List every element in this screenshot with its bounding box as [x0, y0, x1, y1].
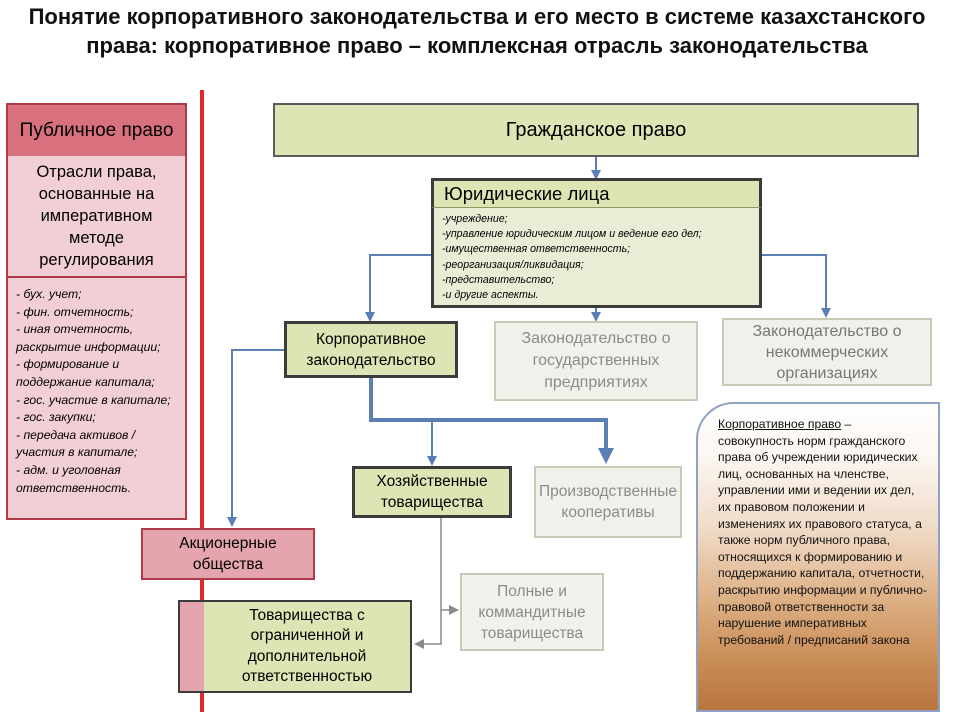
joint-stock-companies-box: Акционерные общества	[141, 528, 315, 580]
arrow-corporate-to-joint-stock	[227, 349, 286, 527]
llp-box: Товарищества с ограниченной и дополнител…	[178, 600, 412, 693]
production-cooperatives-box: Производственные кооперативы	[534, 466, 682, 538]
public-law-header-label: Публичное право	[19, 120, 174, 141]
arrow-corporate-to-cooperatives	[369, 376, 614, 464]
legal-entities-aspects-list: -учреждение; -управление юридическим лиц…	[431, 207, 762, 308]
production-cooperatives-label: Производственные кооперативы	[539, 482, 677, 522]
legal-entities-header-label: Юридические лица	[444, 183, 610, 204]
list-item: - гос. закупки;	[16, 410, 96, 425]
list-item: -реорганизация/ликвидация;	[442, 258, 584, 271]
list-item: -представительство;	[442, 273, 555, 286]
list-item: -учреждение;	[442, 213, 508, 225]
nonprofit-label: Законодательство о некоммерческих органи…	[752, 322, 902, 382]
list-item: -имущественная ответственность;	[442, 243, 631, 256]
list-item: - гос. участие в капитале;	[16, 392, 171, 407]
definition-dash: –	[841, 417, 852, 431]
list-item: - формирование и поддержание капитала;	[16, 357, 155, 389]
llp-label: Товарищества с ограниченной и дополнител…	[241, 606, 373, 686]
public-law-description: Отрасли права, основанные на императивно…	[6, 156, 187, 278]
public-law-divider-line	[200, 90, 204, 712]
state-enterprises-box: Законодательство о государственных предп…	[494, 321, 698, 401]
list-item: - фин. отчетность;	[16, 304, 134, 319]
joint-stock-companies-label: Акционерные общества	[179, 535, 277, 573]
arrow-entities-to-corporate	[365, 254, 450, 322]
public-law-header: Публичное право	[6, 103, 187, 158]
civil-law-box: Гражданское право	[273, 103, 919, 157]
full-limited-partnerships-label: Полные и коммандитные товарищества	[478, 582, 586, 642]
legal-entities-header: Юридические лица	[431, 178, 762, 208]
llp-box-body: Товарищества с ограниченной и дополнител…	[204, 602, 410, 691]
list-item: - бух. учет;	[16, 287, 82, 301]
list-item: -управление юридическим лицом и ведение …	[442, 228, 702, 241]
list-item: - адм. и уголовная ответственность.	[16, 462, 132, 495]
list-item: - передача активов / участия в капитале;	[16, 427, 138, 460]
business-partnerships-box: Хозяйственные товарищества	[352, 466, 512, 518]
corporate-legislation-box: Корпоративное законодательство	[284, 321, 458, 378]
civil-law-label: Гражданское право	[505, 118, 687, 141]
definition-term: Корпоративное право	[718, 417, 842, 431]
arrow-entities-to-nonprofit	[760, 254, 831, 318]
arrow-partnerships-to-llp	[414, 610, 442, 649]
nonprofit-box: Законодательство о некоммерческих органи…	[722, 318, 932, 386]
state-enterprises-label: Законодательство о государственных предп…	[521, 330, 671, 391]
corporate-law-definition: Корпоративное право – совокупность норм …	[696, 402, 940, 712]
definition-text: совокупность норм гражданского права об …	[718, 433, 927, 647]
public-law-description-text: Отрасли права, основанные на императивно…	[36, 163, 157, 269]
business-partnerships-label: Хозяйственные товарищества	[376, 473, 488, 511]
llp-box-public-band	[180, 602, 204, 691]
list-item: - иная отчетность, раскрытие информации;	[16, 322, 161, 354]
public-law-aspects-list: - бух. учет; - фин. отчетность; - иная о…	[6, 276, 187, 520]
full-limited-partnerships-box: Полные и коммандитные товарищества	[460, 573, 604, 651]
page-title: Понятие корпоративного законодательства …	[28, 4, 926, 58]
list-item: -и другие аспекты.	[442, 289, 539, 302]
arrow-partnerships-to-full	[440, 516, 459, 615]
corporate-legislation-label: Корпоративное законодательство	[306, 330, 436, 369]
